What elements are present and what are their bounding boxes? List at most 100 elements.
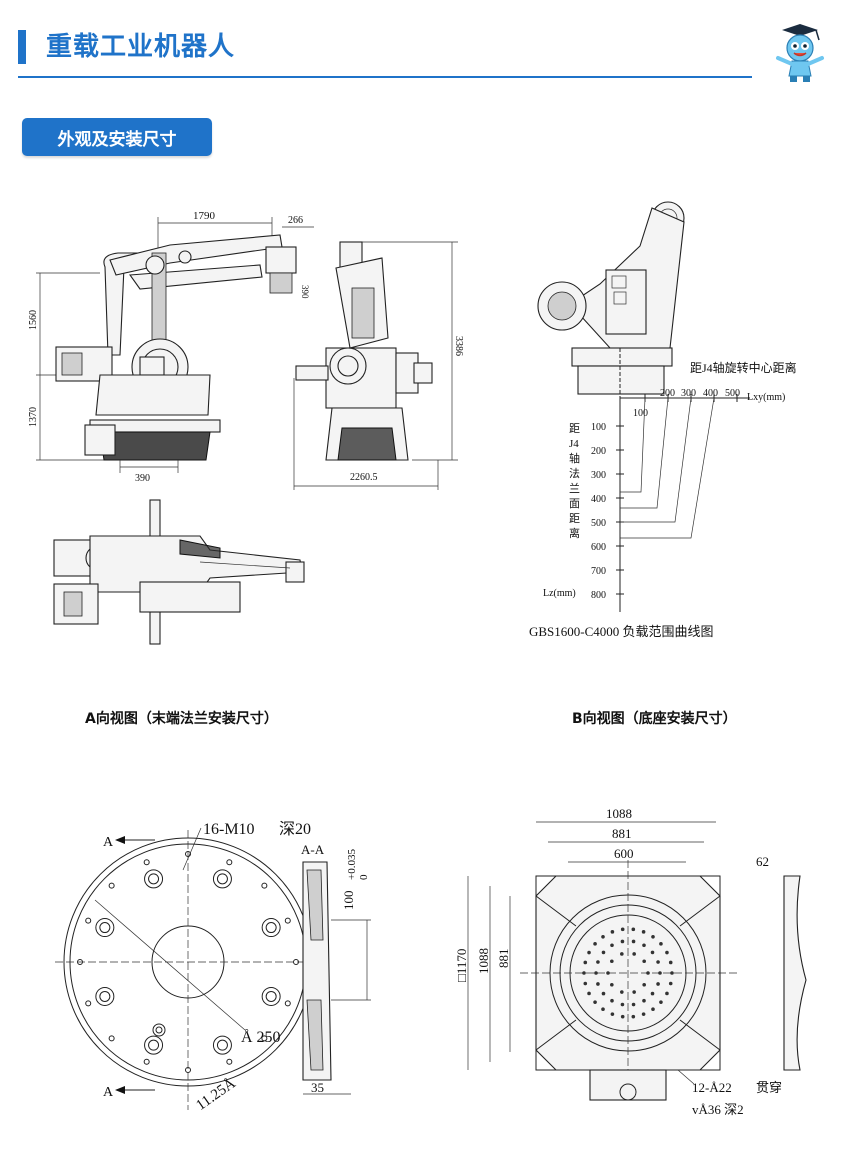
base-dot (631, 939, 636, 944)
bolt-hole (265, 990, 277, 1002)
base-dot (587, 950, 591, 955)
page-title: 重载工业机器人 (46, 32, 236, 62)
dim-1560-label: 1560 (28, 310, 39, 330)
robot-front-view-drawing: 3386 2260.5 (293, 241, 464, 490)
dim-1370-label: 1370 (28, 407, 39, 427)
base-dot (659, 942, 663, 946)
through-note-label: 贯穿 (756, 1080, 782, 1095)
load-curve (620, 397, 669, 509)
base-dot (642, 943, 646, 948)
dim-881-top-label: 881 (612, 826, 632, 841)
base-dot (610, 1012, 615, 1016)
base-dot (650, 991, 655, 996)
base-dot (668, 981, 673, 986)
bolt-hole (148, 1039, 160, 1051)
base-dot (665, 950, 669, 955)
dim-881-side-label: 881 (496, 949, 511, 969)
caption-view-a: A向视图（末端法兰安装尺寸） (85, 711, 278, 727)
counterbore-note-label: vÅ36 深2 (692, 1102, 744, 1117)
bolt-hole (216, 873, 228, 885)
x-tick-100: 100 (633, 408, 648, 419)
dim-1088-top-label: 1088 (606, 806, 632, 821)
chart-title-v-0: 距 (569, 422, 580, 435)
thread-hole (226, 859, 233, 866)
tol-zero-label: 0 (358, 874, 370, 880)
robot-top-view-drawing (53, 499, 305, 645)
load-curve (620, 397, 715, 539)
base-view-b-drawing: 1088 881 600 □1170 1088 881 62 12-Å22 贯穿… (454, 806, 807, 1117)
base-dot (641, 930, 646, 934)
y-tick-label: 700 (591, 566, 606, 577)
base-dot (659, 1000, 663, 1004)
x-tick-500: 500 (725, 388, 740, 399)
bolt-hole (144, 869, 164, 889)
base-dot (610, 998, 614, 1003)
base-dot (656, 960, 660, 964)
load-curve (620, 397, 692, 523)
dim-1088-side-label: 1088 (476, 948, 491, 974)
y-tick-label: 300 (591, 470, 606, 481)
thread-hole (143, 1058, 150, 1065)
load-range-chart: 距J4轴旋转中心距离 100 200 300 400 500 Lxy(mm) 1… (529, 360, 797, 639)
base-dot (583, 960, 588, 965)
bolt-hole (261, 918, 281, 938)
base-dot (593, 942, 597, 946)
dim-266-label: 266 (288, 215, 303, 226)
dim-390-bottom-label: 390 (135, 473, 150, 484)
y-tick-label: 600 (591, 542, 606, 553)
chart-title-h: 距J4轴旋转中心距离 (690, 360, 797, 375)
thread-hole (226, 1058, 233, 1065)
thread-hole (85, 1000, 92, 1007)
chart-title-v-7: 离 (569, 526, 580, 540)
thread-hole (261, 1035, 268, 1042)
base-dot (601, 950, 606, 955)
base-dot (656, 982, 660, 986)
y-unit-label: Lz(mm) (543, 588, 576, 599)
base-dot (631, 1014, 636, 1019)
base-dot (668, 960, 673, 965)
y-tick-label: 200 (591, 446, 606, 457)
y-tick-label: 400 (591, 494, 606, 505)
thread-hole (108, 1035, 115, 1042)
base-pattern-holes (582, 927, 674, 1019)
bolt-hole (95, 986, 115, 1006)
x-tick-200: 200 (660, 388, 675, 399)
title-divider (18, 76, 752, 78)
bolt-hole (216, 1039, 228, 1051)
dia-250-label: Å 250 (241, 1028, 281, 1046)
base-dot (632, 952, 636, 956)
thread-hole (143, 859, 150, 866)
base-dot (620, 1014, 625, 1019)
base-dot (594, 971, 598, 975)
bolt-hole (99, 922, 111, 934)
chart-caption: GBS1600-C4000 负载范围曲线图 (529, 624, 714, 639)
base-dot (620, 927, 625, 932)
base-dot (610, 930, 615, 934)
dim-2260-label: 2260.5 (350, 472, 378, 483)
view-a-label-top: A (103, 835, 114, 850)
chart-title-v-4: 兰 (569, 482, 580, 495)
section-tab-dimensions: 外观及安装尺寸 (22, 118, 212, 156)
chart-title-v-1: J4 (569, 438, 579, 450)
view-a-label-bottom: A (103, 1085, 114, 1100)
flange-bolt-holes (77, 851, 299, 1073)
base-dot (651, 934, 655, 939)
bolt-hole (95, 918, 115, 938)
caption-view-b: B向视图（底座安装尺寸） (572, 711, 737, 727)
thread-hole (85, 917, 92, 924)
dim-62-label: 62 (756, 854, 769, 869)
base-dot (582, 971, 586, 975)
chart-title-v-2: 轴 (569, 451, 580, 465)
mascot-logo (776, 24, 824, 82)
depth-label: 深20 (279, 820, 311, 838)
base-dot (631, 927, 636, 932)
bolt-hole (261, 986, 281, 1006)
base-dot (601, 934, 605, 939)
holes-note-label: 12-Å22 (692, 1080, 732, 1095)
base-dot (610, 982, 614, 987)
chart-title-v-6: 距 (569, 512, 580, 525)
base-dot (610, 943, 614, 948)
base-dot (593, 1000, 597, 1004)
angle-label: 11.25Å (193, 1075, 238, 1113)
dim-3386-label: 3386 (453, 336, 464, 356)
